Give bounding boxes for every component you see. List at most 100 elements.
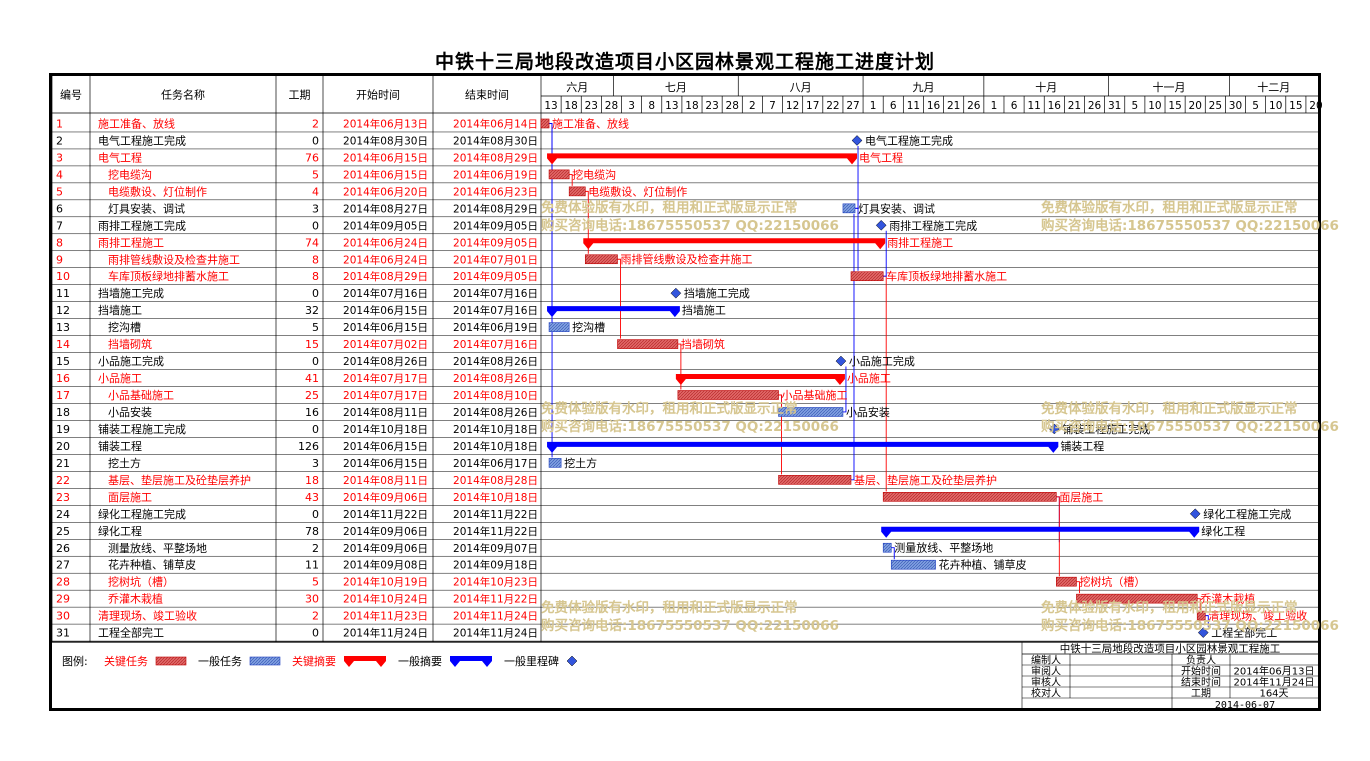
day-tick-label: 13 <box>665 100 678 112</box>
task-id: 9 <box>56 253 63 266</box>
task-duration: 8 <box>312 270 319 283</box>
task-id: 13 <box>56 321 70 334</box>
task-bar <box>778 475 852 485</box>
task-end: 2014年08月30日 <box>453 134 538 147</box>
task-name: 铺装工程施工完成 <box>98 422 186 436</box>
watermark-line1: 免费体验版有水印，租用和正式版显示正常 <box>541 599 798 616</box>
bar-label: 乔灌木栽植 <box>1200 592 1255 606</box>
day-tick-label: 28 <box>726 100 739 112</box>
task-duration: 5 <box>312 168 319 181</box>
watermark-line2: 购买咨询电话:18675550537 QQ:22150066 <box>1041 217 1339 234</box>
bar-label: 测量放线、平整场地 <box>894 541 993 555</box>
month-label: 六月 <box>566 81 588 94</box>
day-tick-label: 21 <box>1068 100 1081 112</box>
task-name: 雨排工程施工完成 <box>98 218 186 232</box>
task-end: 2014年11月22日 <box>453 593 538 606</box>
watermark-line1: 免费体验版有水印，租用和正式版显示正常 <box>541 400 798 417</box>
task-name: 绿化工程施工完成 <box>98 507 186 521</box>
infobox-date: 2014-06-07 <box>1215 700 1275 711</box>
bar-label: 小品施工 <box>847 372 891 385</box>
task-id: 16 <box>56 372 70 385</box>
watermark-line1: 免费体验版有水印，租用和正式版显示正常 <box>1041 400 1298 417</box>
task-start: 2014年06月15日 <box>343 440 428 453</box>
summary-bar <box>547 153 858 165</box>
month-label: 九月 <box>912 81 934 94</box>
day-tick-label: 26 <box>1088 100 1102 112</box>
watermark-line1: 免费体验版有水印，租用和正式版显示正常 <box>1041 599 1298 616</box>
task-id: 30 <box>56 610 70 623</box>
milestone-marker <box>851 135 863 146</box>
day-tick-label: 1 <box>991 100 998 112</box>
task-start: 2014年07月17日 <box>343 389 428 402</box>
bar-label: 挖电缆沟 <box>572 167 616 181</box>
day-tick-label: 11 <box>1027 100 1040 112</box>
bar-label: 车库顶板绿地排蓄水施工 <box>886 269 1007 283</box>
task-duration: 0 <box>312 423 319 436</box>
milestone-marker <box>1197 627 1209 638</box>
task-bar <box>850 271 884 282</box>
dependency-link <box>1076 581 1080 594</box>
task-end: 2014年10月18日 <box>453 423 538 436</box>
bar-label: 电气工程施工完成 <box>865 133 953 147</box>
bar-label: 基层、垫层施工及砼垫层养护 <box>854 473 997 487</box>
task-bar <box>548 458 562 468</box>
bar-label: 挖树坑（槽） <box>1079 575 1145 589</box>
task-duration: 74 <box>305 236 319 249</box>
bar-label: 小品基础施工 <box>782 389 848 402</box>
bar-label: 挡墙施工 <box>682 303 726 317</box>
task-start: 2014年07月02日 <box>343 338 428 351</box>
day-tick-label: 2 <box>749 100 756 112</box>
task-duration: 0 <box>312 134 319 147</box>
task-start: 2014年07月17日 <box>343 372 428 385</box>
task-start: 2014年06月13日 <box>343 118 428 131</box>
task-start: 2014年09月06日 <box>343 491 428 504</box>
task-bar <box>882 542 892 553</box>
day-tick-label: 21 <box>947 100 960 112</box>
dependency-link <box>617 258 621 339</box>
col-header-name: 任务名称 <box>161 88 205 102</box>
task-duration: 0 <box>312 219 319 232</box>
day-tick-label: 5 <box>1252 100 1259 112</box>
dependency-link <box>891 547 895 560</box>
task-end: 2014年06月17日 <box>453 457 538 470</box>
month-label: 十二月 <box>1257 80 1290 94</box>
task-id: 10 <box>56 270 70 283</box>
task-end: 2014年07月01日 <box>453 253 538 266</box>
legend-swatch <box>344 656 386 667</box>
dependency-link <box>569 173 573 186</box>
dependency-link <box>585 190 589 254</box>
dependency-link <box>883 230 887 277</box>
task-end: 2014年07月16日 <box>453 304 538 317</box>
task-start: 2014年11月23日 <box>343 610 428 623</box>
day-tick-label: 17 <box>806 100 819 112</box>
task-bar <box>890 559 936 570</box>
milestone-marker <box>875 219 887 231</box>
col-header-start: 开始时间 <box>356 88 400 102</box>
task-start: 2014年06月15日 <box>343 457 428 470</box>
legend-item-text: 一般里程碑 <box>504 655 559 668</box>
task-duration: 41 <box>305 372 319 385</box>
infobox-title: 中铁十三局地段改造项目小区园林景观工程施工 <box>1060 642 1281 655</box>
task-start: 2014年08月27日 <box>343 202 428 215</box>
task-bar <box>568 186 586 197</box>
task-name: 挡墙施工 <box>98 303 142 317</box>
bar-label: 铺装工程 <box>1060 440 1104 453</box>
task-duration: 30 <box>305 593 319 606</box>
infobox-right-label: 开始时间 <box>1181 665 1221 678</box>
legend-swatch <box>566 655 578 667</box>
milestone-marker <box>1189 508 1201 520</box>
task-name: 工程全部完工 <box>98 626 164 640</box>
task-start: 2014年06月20日 <box>343 185 428 198</box>
task-duration: 2 <box>312 542 319 555</box>
task-start: 2014年06月24日 <box>343 253 428 266</box>
infobox-left-label: 审核人 <box>1031 676 1061 689</box>
legend-item-text: 关键摘要 <box>292 654 336 668</box>
task-id: 29 <box>56 593 70 606</box>
task-bar <box>778 407 844 417</box>
page-title: 中铁十三局地段改造项目小区园林景观工程施工进度计划 <box>434 51 935 73</box>
bar-label: 绿化工程 <box>1201 524 1245 538</box>
task-id: 18 <box>56 406 70 419</box>
col-header-id: 编号 <box>60 88 82 102</box>
task-end: 2014年08月26日 <box>453 406 538 419</box>
